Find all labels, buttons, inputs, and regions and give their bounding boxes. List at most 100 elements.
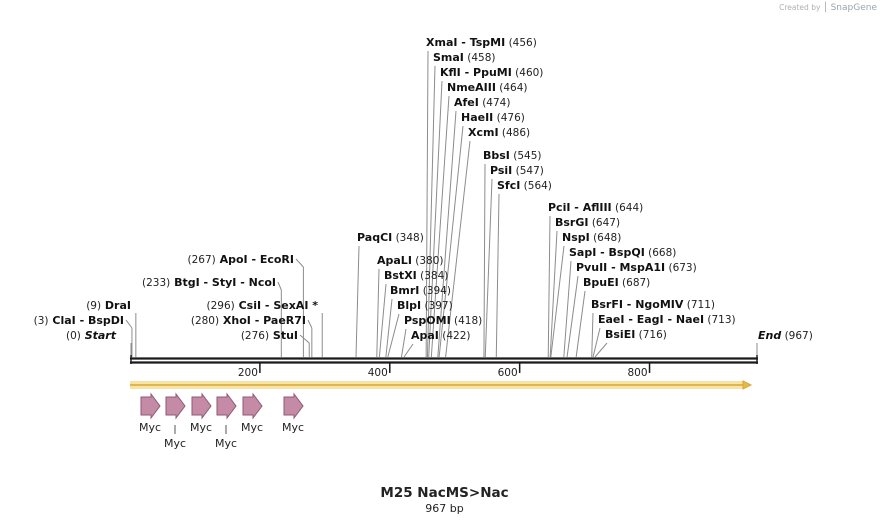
site-label[interactable]: EaeI - EagI - NaeI (713) xyxy=(598,313,736,326)
site-label[interactable]: SapI - BspQI (668) xyxy=(569,246,676,259)
site-label-text[interactable]: XcmI (486) xyxy=(468,126,530,139)
site-label-text[interactable]: PvuII - MspA1I (673) xyxy=(576,261,697,274)
site-label[interactable]: XcmI (486) xyxy=(468,126,530,139)
orf-arrow[interactable] xyxy=(130,380,753,390)
site-label[interactable]: (267) ApoI - EcoRI xyxy=(187,253,294,266)
enzyme-name[interactable]: NspI xyxy=(562,231,590,244)
site-label[interactable]: PciI - AflIII (644) xyxy=(548,201,643,214)
enzyme-name[interactable]: SexAI * xyxy=(273,299,318,312)
site-label-text[interactable]: (267) ApoI - EcoRI xyxy=(187,253,294,266)
site-label-text[interactable]: BstXI (384) xyxy=(384,269,448,282)
site-label[interactable]: BbsI (545) xyxy=(483,149,541,162)
site-label[interactable]: PaqCI (348) xyxy=(357,231,424,244)
enzyme-name[interactable]: PpuMI xyxy=(473,66,512,79)
enzyme-name[interactable]: BsiEI xyxy=(605,328,635,341)
site-label[interactable]: PsiI (547) xyxy=(490,164,544,177)
site-label-text[interactable]: AfeI (474) xyxy=(454,96,510,109)
site-label-text[interactable]: NspI (648) xyxy=(562,231,621,244)
enzyme-name[interactable]: MspA1I xyxy=(619,261,665,274)
enzyme-name[interactable]: PaeR7I xyxy=(263,314,306,327)
site-label-text[interactable]: SapI - BspQI (668) xyxy=(569,246,676,259)
site-label[interactable]: ApaI (422) xyxy=(411,329,470,342)
myc-arrow-icon[interactable] xyxy=(216,392,237,420)
site-label[interactable]: BlpI (397) xyxy=(397,299,453,312)
enzyme-name[interactable]: XhoI xyxy=(223,314,251,327)
site-label-text[interactable]: BsrGI (647) xyxy=(555,216,620,229)
enzyme-name[interactable]: TspMI xyxy=(470,36,506,49)
site-label[interactable]: SmaI (458) xyxy=(433,51,495,64)
enzyme-name[interactable]: AflIII xyxy=(583,201,612,214)
site-label-text[interactable]: XmaI - TspMI (456) xyxy=(426,36,537,49)
site-label[interactable]: BsrFI - NgoMIV (711) xyxy=(591,298,715,311)
enzyme-name[interactable]: KflI xyxy=(440,66,461,79)
enzyme-name[interactable]: ApoI xyxy=(220,253,248,266)
enzyme-name[interactable]: PvuII xyxy=(576,261,607,274)
enzyme-name[interactable]: SmaI xyxy=(433,51,464,64)
site-label-text[interactable]: BsrFI - NgoMIV (711) xyxy=(591,298,715,311)
site-label[interactable]: HaeII (476) xyxy=(461,111,525,124)
orf-arrowhead[interactable] xyxy=(742,380,753,390)
site-label[interactable]: BpuEI (687) xyxy=(583,276,650,289)
site-label[interactable]: NmeAIII (464) xyxy=(447,81,528,94)
myc-arrow-icon[interactable] xyxy=(140,392,161,420)
enzyme-name[interactable]: ClaI xyxy=(52,314,75,327)
enzyme-name[interactable]: PspOMI xyxy=(404,314,451,327)
enzyme-name[interactable]: NgoMIV xyxy=(635,298,684,311)
site-label-text[interactable]: SfcI (564) xyxy=(497,179,552,192)
enzyme-name[interactable]: NaeI xyxy=(676,313,704,326)
enzyme-name[interactable]: StyI xyxy=(212,276,236,289)
site-label[interactable]: SfcI (564) xyxy=(497,179,552,192)
site-label[interactable]: (276) StuI xyxy=(241,329,298,342)
enzyme-name[interactable]: EaeI xyxy=(598,313,625,326)
site-label[interactable]: PvuII - MspA1I (673) xyxy=(576,261,697,274)
site-label-text[interactable]: PsiI (547) xyxy=(490,164,544,177)
enzyme-name[interactable]: EcoRI xyxy=(260,253,294,266)
enzyme-name[interactable]: EagI xyxy=(637,313,664,326)
enzyme-name[interactable]: SfcI xyxy=(497,179,520,192)
site-label-text[interactable]: (9) DraI xyxy=(86,299,131,312)
site-label[interactable]: NspI (648) xyxy=(562,231,621,244)
site-label-text[interactable]: PaqCI (348) xyxy=(357,231,424,244)
site-label[interactable]: (3) ClaI - BspDI xyxy=(34,314,124,327)
site-label[interactable]: KflI - PpuMI (460) xyxy=(440,66,543,79)
myc-arrow-icon[interactable] xyxy=(283,392,304,420)
site-label-text[interactable]: (280) XhoI - PaeR7I xyxy=(191,314,306,327)
myc-arrow-icon[interactable] xyxy=(191,392,212,420)
site-label-text[interactable]: ApaLI (380) xyxy=(377,254,444,267)
site-label-text[interactable]: BlpI (397) xyxy=(397,299,453,312)
site-label-text[interactable]: BmrI (394) xyxy=(390,284,451,297)
site-label[interactable]: (280) XhoI - PaeR7I xyxy=(191,314,306,327)
site-label-text[interactable]: (233) BtgI - StyI - NcoI xyxy=(142,276,276,289)
site-label[interactable]: BsrGI (647) xyxy=(555,216,620,229)
feature-myc[interactable]: Myc xyxy=(190,392,212,434)
enzyme-name[interactable]: SapI xyxy=(569,246,596,259)
site-label-text[interactable]: (296) CsiI - SexAI * xyxy=(207,299,319,312)
enzyme-name[interactable]: XmaI xyxy=(426,36,457,49)
enzyme-name[interactable]: BmrI xyxy=(390,284,419,297)
site-label-text[interactable]: BsiEI (716) xyxy=(605,328,667,341)
enzyme-name[interactable]: BspQI xyxy=(609,246,645,259)
site-label[interactable]: XmaI - TspMI (456) xyxy=(426,36,537,49)
site-label[interactable]: BsiEI (716) xyxy=(605,328,667,341)
site-label-text[interactable]: EaeI - EagI - NaeI (713) xyxy=(598,313,736,326)
enzyme-name[interactable]: BspDI xyxy=(88,314,124,327)
enzyme-name[interactable]: PciI xyxy=(548,201,570,214)
enzyme-name[interactable]: ApaLI xyxy=(377,254,412,267)
site-label[interactable]: BmrI (394) xyxy=(390,284,451,297)
enzyme-name[interactable]: BsrGI xyxy=(555,216,588,229)
site-label-text[interactable]: KflI - PpuMI (460) xyxy=(440,66,543,79)
site-label-text[interactable]: (3) ClaI - BspDI xyxy=(34,314,124,327)
dna-backbone[interactable] xyxy=(130,355,758,364)
enzyme-name[interactable]: BtgI xyxy=(174,276,200,289)
enzyme-name[interactable]: PaqCI xyxy=(357,231,392,244)
feature-myc[interactable]: Myc xyxy=(215,392,237,450)
site-label-text[interactable]: HaeII (476) xyxy=(461,111,525,124)
feature-myc[interactable]: Myc xyxy=(282,392,304,434)
feature-myc[interactable]: Myc xyxy=(241,392,263,434)
myc-arrow-icon[interactable] xyxy=(242,392,263,420)
myc-arrow-icon[interactable] xyxy=(165,392,186,420)
site-label[interactable]: (233) BtgI - StyI - NcoI xyxy=(142,276,276,289)
enzyme-name[interactable]: HaeII xyxy=(461,111,493,124)
enzyme-name[interactable]: BbsI xyxy=(483,149,510,162)
site-label-text[interactable]: (276) StuI xyxy=(241,329,298,342)
